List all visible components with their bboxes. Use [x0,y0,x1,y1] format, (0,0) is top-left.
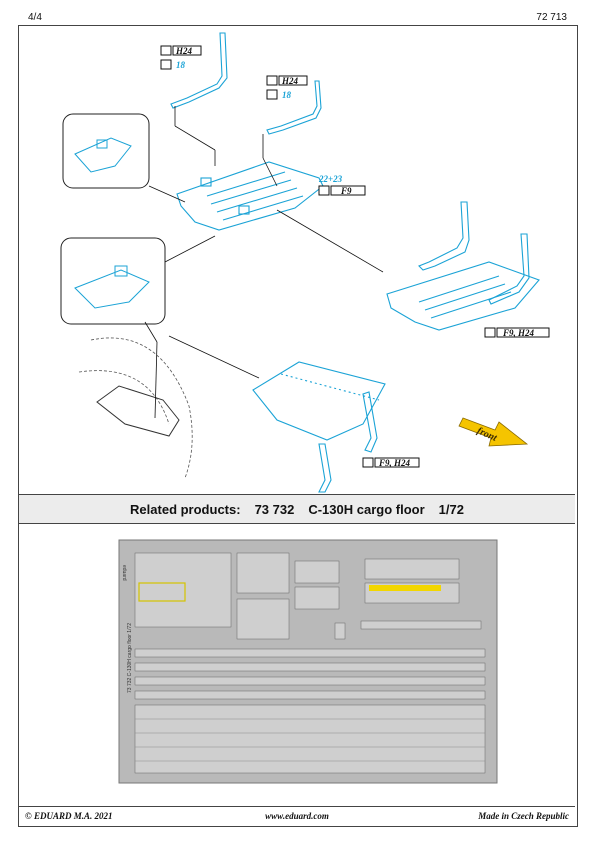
website: www.eduard.com [265,811,329,821]
related-number: 73 732 [254,501,295,517]
canopy-part [252,361,386,441]
page-frame [18,25,578,827]
inset-detail-bottom [60,237,166,325]
related-products-bar: Related products: 73 732 C-130H cargo fl… [19,494,575,524]
left-pillar-code: H24 [175,46,193,56]
related-name: C-130H cargo floor [308,501,425,517]
related-scale: 1/72 [438,501,464,517]
right-assembly-codes: F9, H24 [502,328,535,338]
footer: © EDUARD M.A. 2021 www.eduard.com Made i… [19,806,575,826]
assembly-drawing: front H24 18 H24 18 22+23 F9 F9, H24 F9,… [60,32,550,493]
inset-detail-top [62,113,150,189]
right-pillar-part [266,80,322,135]
related-label: Related products: [130,501,241,517]
sheet-brand: eduard [121,565,127,581]
left-pillar-qty: 18 [176,60,186,70]
origin: Made in Czech Republic [478,811,569,821]
right-pillar-qty: 18 [282,90,292,100]
right-pillar-code: H24 [281,76,299,86]
sheet-edge-text: 73 732 C-130H cargo floor 1/72 [127,623,133,693]
front-arrow-icon [458,417,529,447]
photo-etch-sheet: eduard 73 732 C-130H cargo floor 1/72 [118,539,498,784]
canopy-codes: F9, H24 [378,458,411,468]
page-number: 4/4 [28,12,42,23]
left-pillar-part [170,32,228,109]
floor-parts-label: 22+23 [318,174,343,184]
floor-code: F9 [340,186,352,196]
kit-number: 72 713 [536,12,567,23]
floor-part [176,161,324,231]
copyright: © EDUARD M.A. 2021 [25,811,113,821]
right-assembly-part [386,261,540,331]
